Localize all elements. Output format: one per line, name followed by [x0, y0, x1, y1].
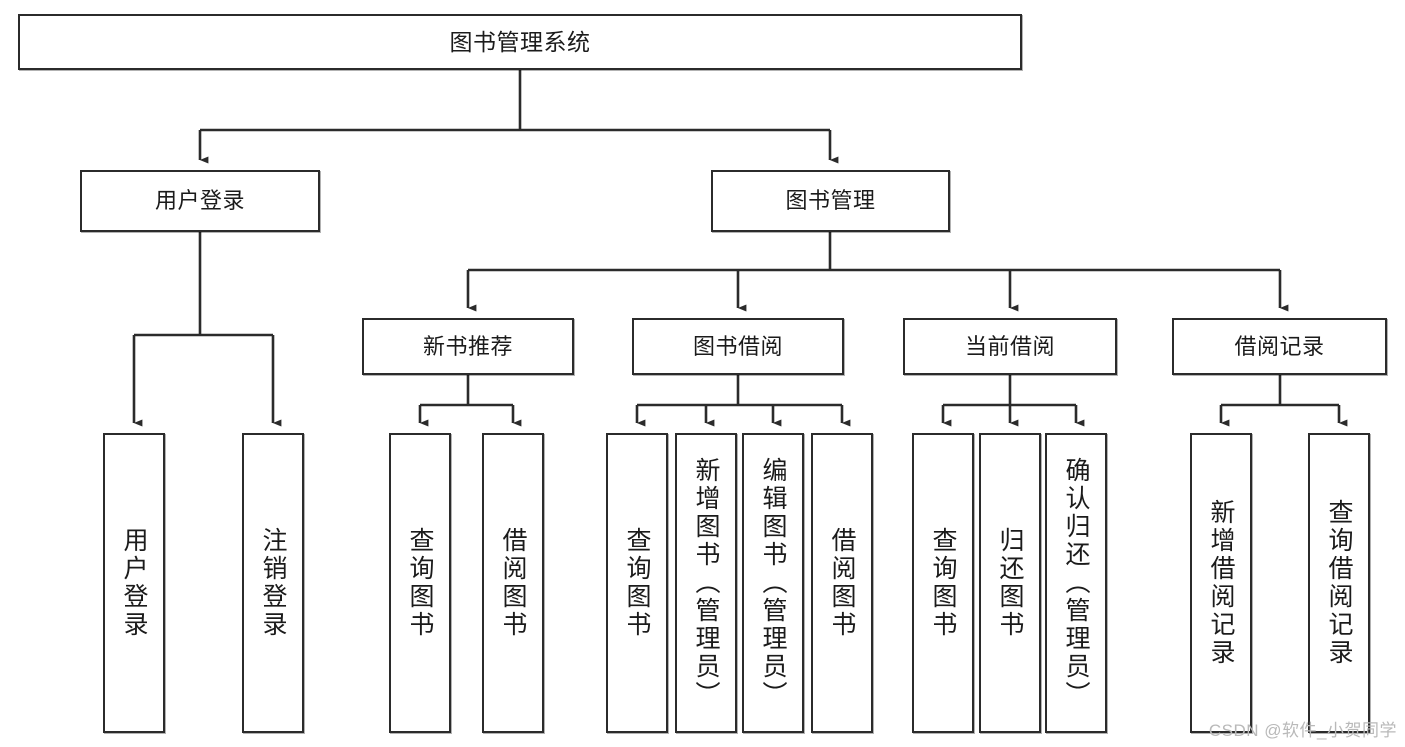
node-new-book-recommendation[interactable]: 新书推荐	[362, 318, 574, 375]
node-current-borrowing[interactable]: 当前借阅	[903, 318, 1117, 375]
node-label: 用户登录	[120, 527, 148, 639]
node-label: 归还图书	[996, 527, 1024, 639]
node-label: 新增图书（管理员）	[692, 457, 720, 709]
node-leaf-query-book-borrow[interactable]: 查询图书	[606, 433, 668, 733]
node-label: 查询图书	[623, 527, 651, 639]
node-leaf-query-book-recommend[interactable]: 查询图书	[389, 433, 451, 733]
node-user-login[interactable]: 用户登录	[80, 170, 320, 232]
node-leaf-add-borrow-record[interactable]: 新增借阅记录	[1190, 433, 1252, 733]
node-label: 图书借阅	[692, 333, 783, 359]
node-leaf-user-login[interactable]: 用户登录	[103, 433, 165, 733]
node-borrowing-records[interactable]: 借阅记录	[1172, 318, 1387, 375]
node-root-book-management-system[interactable]: 图书管理系统	[18, 14, 1022, 70]
csdn-watermark: CSDN @软件_小贺同学	[1208, 721, 1397, 740]
node-label: 注销登录	[259, 527, 287, 639]
node-leaf-borrow-book[interactable]: 借阅图书	[811, 433, 873, 733]
node-label: 图书管理	[785, 188, 876, 214]
node-leaf-query-borrow-record[interactable]: 查询借阅记录	[1308, 433, 1370, 733]
node-label: 借阅记录	[1234, 333, 1325, 359]
node-label: 确认归还（管理员）	[1062, 457, 1090, 709]
node-label: 查询图书	[406, 527, 434, 639]
node-label: 当前借阅	[964, 333, 1055, 359]
node-book-management[interactable]: 图书管理	[711, 170, 950, 232]
node-label: 新书推荐	[422, 333, 513, 359]
node-leaf-edit-book-admin[interactable]: 编辑图书（管理员）	[742, 433, 804, 733]
node-label: 查询借阅记录	[1325, 499, 1353, 667]
node-label: 图书管理系统	[449, 28, 591, 55]
node-label: 借阅图书	[828, 527, 856, 639]
node-leaf-query-book-current[interactable]: 查询图书	[912, 433, 974, 733]
node-leaf-add-book-admin[interactable]: 新增图书（管理员）	[675, 433, 737, 733]
node-label: 查询图书	[929, 527, 957, 639]
node-leaf-return-book[interactable]: 归还图书	[979, 433, 1041, 733]
node-leaf-borrow-book-recommend[interactable]: 借阅图书	[482, 433, 544, 733]
node-book-borrowing[interactable]: 图书借阅	[632, 318, 844, 375]
node-label: 借阅图书	[499, 527, 527, 639]
node-leaf-logout[interactable]: 注销登录	[242, 433, 304, 733]
node-leaf-confirm-return-admin[interactable]: 确认归还（管理员）	[1045, 433, 1107, 733]
node-label: 编辑图书（管理员）	[759, 457, 787, 709]
node-label: 用户登录	[154, 188, 245, 214]
node-label: 新增借阅记录	[1207, 499, 1235, 667]
